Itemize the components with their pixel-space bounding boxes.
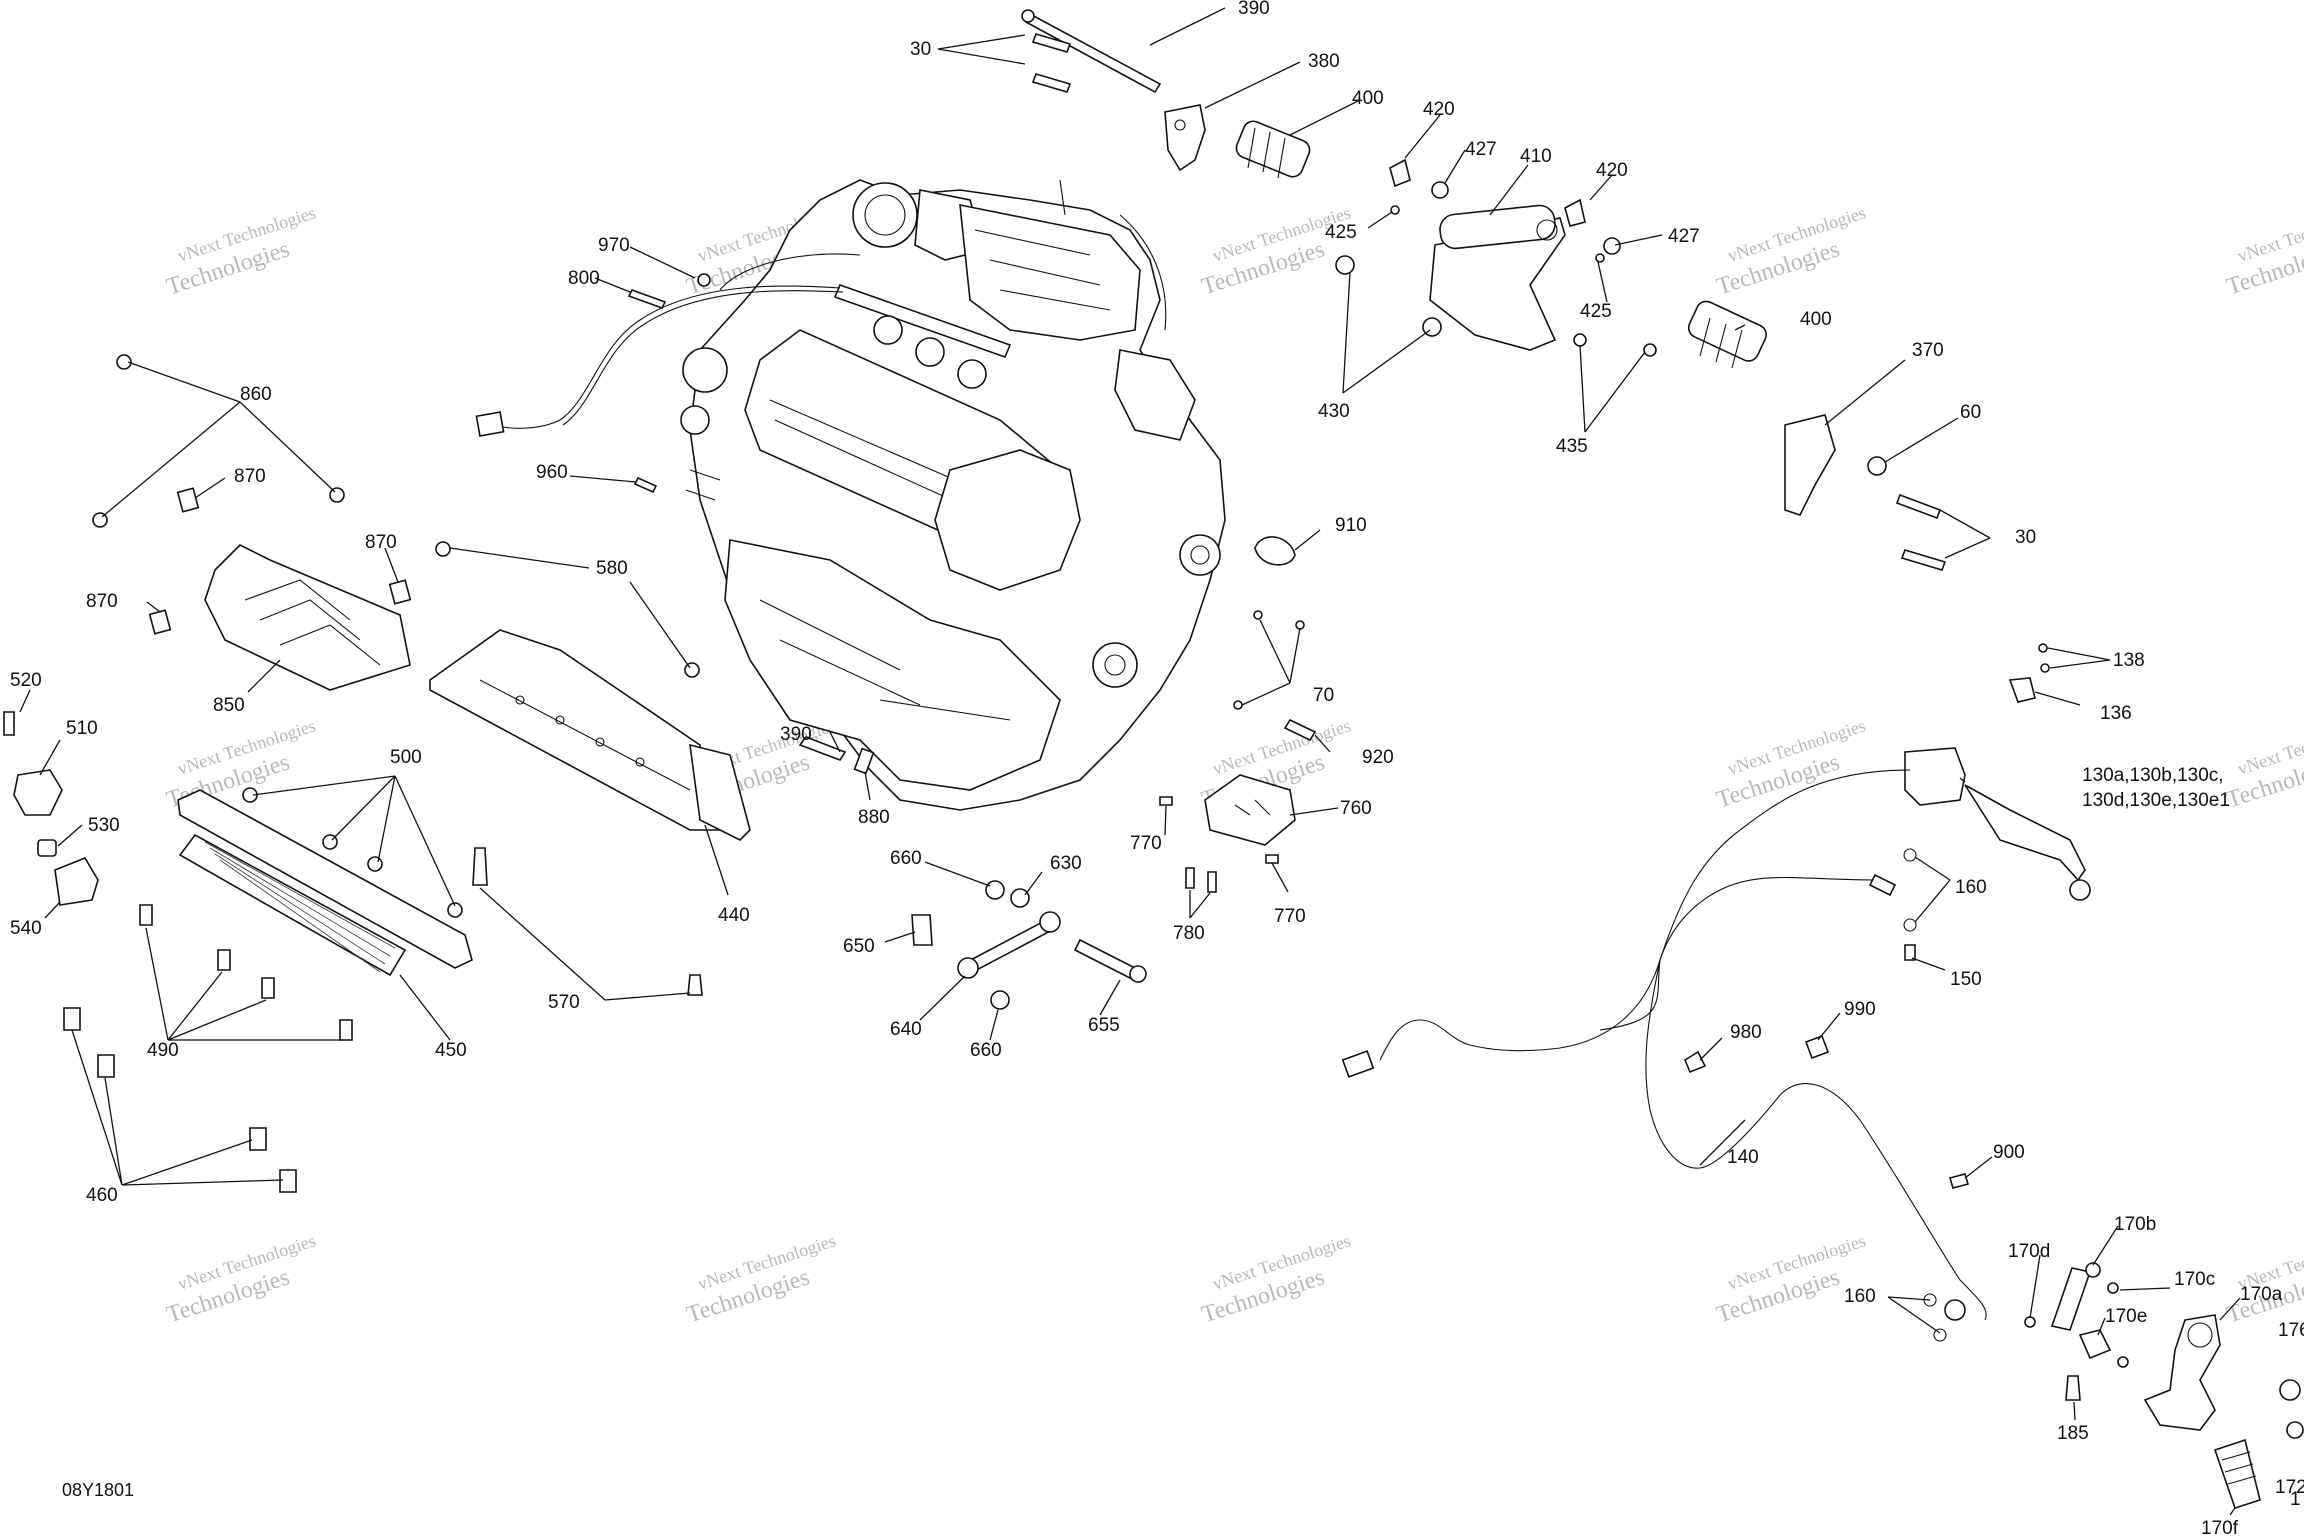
callout-label: 920 — [1362, 747, 1394, 768]
callout-label: 427 — [1668, 226, 1700, 247]
callout-label: 130a,130b,130c, — [2082, 765, 2224, 786]
callout-label: 960 — [536, 462, 568, 483]
callout-label: 640 — [890, 1019, 922, 1040]
callout-label: 655 — [1088, 1015, 1120, 1036]
callout-label: 138 — [2113, 650, 2145, 671]
left-side-parts — [3, 273, 875, 1193]
callout-label: 425 — [1325, 222, 1357, 243]
callout-label: 150 — [1950, 969, 1982, 990]
callout-label: 460 — [86, 1185, 118, 1206]
callout-labels: 390 30 380 400 420 427 410 420 425 427 4… — [10, 0, 2304, 1536]
callout-label: 660 — [890, 848, 922, 869]
center-bottom-parts — [911, 536, 1317, 1010]
callout-label: 530 — [88, 815, 120, 836]
callout-label: 970 — [598, 235, 630, 256]
callout-label: 170d — [2008, 1241, 2050, 1262]
callout-label: 850 — [213, 695, 245, 716]
callout-label: 400 — [1800, 309, 1832, 330]
callout-label: 510 — [66, 718, 98, 739]
callout-label: 770 — [1130, 833, 1162, 854]
watermark: vNext Technologies Technologies — [1198, 202, 1353, 300]
callout-label: 990 — [1844, 999, 1876, 1020]
watermark: vNext Technologies Technologies — [163, 202, 318, 300]
callout-label: 170e — [2105, 1306, 2147, 1327]
callout-label: 160 — [1844, 1286, 1876, 1307]
callout-label: 980 — [1730, 1022, 1762, 1043]
callout-label: 425 — [1580, 301, 1612, 322]
callout-label: 1 — [2290, 1489, 2301, 1510]
callout-label: 500 — [390, 747, 422, 768]
callout-label: 410 — [1520, 146, 1552, 167]
callout-label: 400 — [1352, 88, 1384, 109]
callout-label: 450 — [435, 1040, 467, 1061]
callout-label: 185 — [2057, 1423, 2089, 1444]
callout-label: 800 — [568, 268, 600, 289]
callout-label: 170f — [2201, 1518, 2239, 1536]
callout-label: 880 — [858, 807, 890, 828]
callout-label: 160 — [1955, 877, 1987, 898]
callout-label: 900 — [1993, 1142, 2025, 1163]
callout-label: 780 — [1173, 923, 1205, 944]
callout-label: 136 — [2100, 703, 2132, 724]
callout-label: 170b — [2114, 1214, 2156, 1235]
callout-label: 390 — [1238, 0, 1270, 19]
callout-label: 140 — [1727, 1147, 1759, 1168]
watermark: vNext Technologies Technologies — [683, 1230, 838, 1328]
callout-label: 430 — [1318, 401, 1350, 422]
callout-label: 440 — [718, 905, 750, 926]
watermark: vNext Technologies Technologies — [1713, 1230, 1868, 1328]
leader-lines — [19, 7, 2241, 1516]
watermark: vNext Technologies Technologies — [2223, 1230, 2304, 1328]
callout-label: 170c — [2174, 1269, 2215, 1290]
watermark: vNext Technologies Technologies — [1198, 1230, 1353, 1328]
callout-label: 630 — [1050, 853, 1082, 874]
callout-label: 760 — [1340, 798, 1372, 819]
engine-assembly — [680, 179, 1226, 811]
callout-label: 420 — [1423, 99, 1455, 120]
callout-label: 176 — [2278, 1320, 2304, 1341]
callout-label: 520 — [10, 670, 42, 691]
callout-label: 30 — [2015, 527, 2036, 548]
figure-code: 08Y1801 — [62, 1480, 135, 1500]
callout-label: 370 — [1912, 340, 1944, 361]
callout-label: 172 — [2275, 1477, 2304, 1498]
callout-label: 540 — [10, 918, 42, 939]
callout-label: 380 — [1308, 51, 1340, 72]
callout-label: 870 — [86, 591, 118, 612]
callout-label: 770 — [1274, 906, 1306, 927]
wire-harness — [475, 285, 844, 437]
callout-label: 580 — [596, 558, 628, 579]
callout-label: 650 — [843, 936, 875, 957]
callout-label: 490 — [147, 1040, 179, 1061]
watermark: vNext Technologies Technologies — [163, 1230, 318, 1328]
callout-label: 70 — [1313, 685, 1334, 706]
watermark: vNext Technologies Technologies — [2223, 202, 2304, 300]
callout-label: 435 — [1556, 436, 1588, 457]
brake-system-parts — [1341, 643, 2304, 1510]
callout-label: 170a — [2240, 1284, 2283, 1305]
callout-label: 870 — [365, 532, 397, 553]
watermark: vNext Technologies Technologies — [1713, 202, 1868, 300]
callout-label: 860 — [240, 384, 272, 405]
callout-label: 60 — [1960, 402, 1981, 423]
callout-label: 570 — [548, 992, 580, 1013]
callout-label: 660 — [970, 1040, 1002, 1061]
callout-label: 910 — [1335, 515, 1367, 536]
callout-label: 390 — [780, 724, 812, 745]
callout-label: 30 — [910, 39, 931, 60]
callout-label: 130d,130e,130e1 — [2082, 790, 2230, 811]
callout-label: 420 — [1596, 160, 1628, 181]
watermarks: vNext Technologies Technologies vNext Te… — [163, 202, 2304, 1328]
top-mount-parts — [1021, 9, 1947, 571]
callout-label: 870 — [234, 466, 266, 487]
callout-label: 427 — [1465, 139, 1497, 160]
watermark: vNext Technologies Technologies — [1713, 715, 1868, 813]
